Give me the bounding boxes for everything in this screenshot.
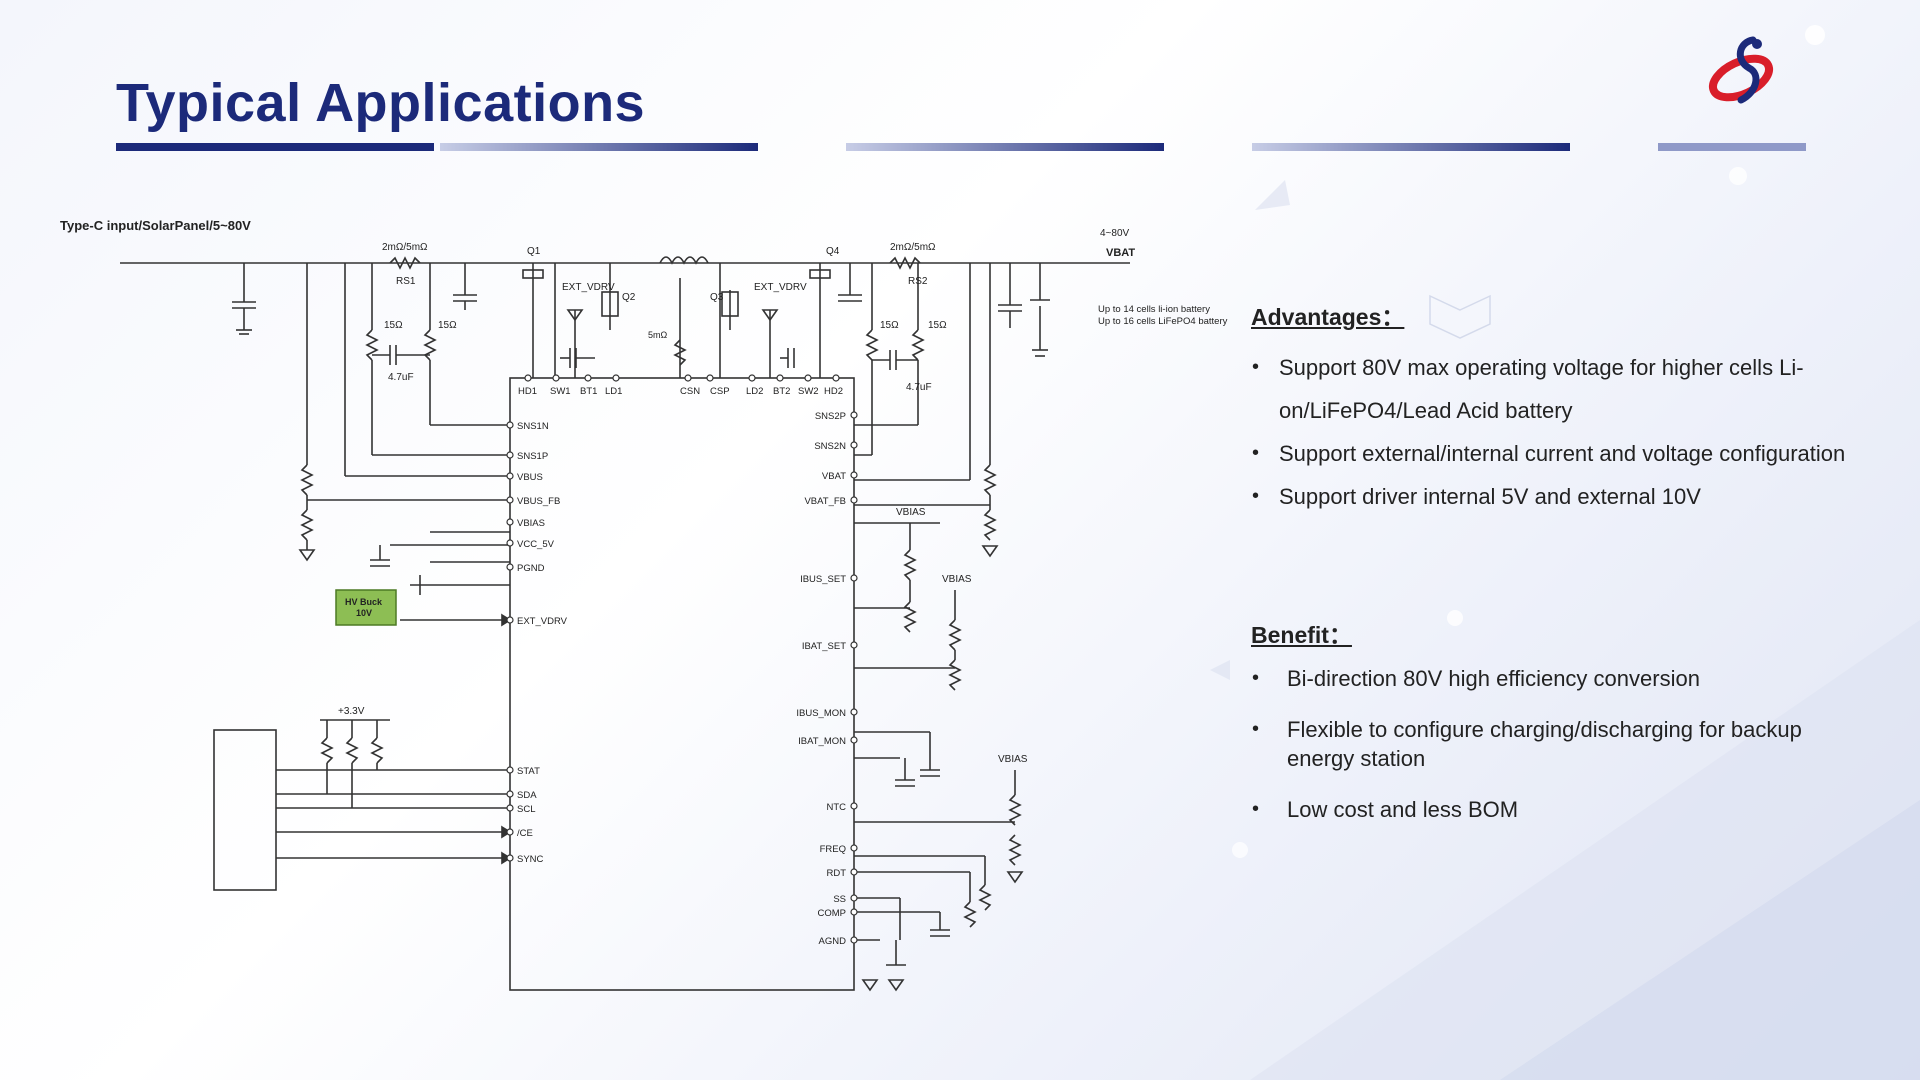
- page-title: Typical Applications: [116, 73, 646, 133]
- benefit-item: Bi-direction 80V high efficiency convers…: [1251, 664, 1871, 693]
- pin-pgnd: PGND: [517, 563, 545, 574]
- vbias-2-label: VBIAS: [942, 574, 972, 585]
- r15-2-label: 15Ω: [438, 320, 457, 331]
- pin-sync: SYNC: [517, 854, 544, 865]
- battery-note-1: Up to 14 cells li-ion battery: [1098, 304, 1210, 315]
- pin-vbias: VBIAS: [517, 518, 545, 529]
- pin-sw1: SW1: [550, 386, 571, 397]
- cap47-1-label: 4.7uF: [388, 372, 414, 383]
- benefit-item: Flexible to configure charging/dischargi…: [1251, 715, 1871, 773]
- controller-ic: [509, 377, 855, 991]
- title-underline: [116, 143, 1806, 151]
- pin-rdt: RDT: [826, 868, 846, 879]
- pin-ibat-mon: IBAT_MON: [798, 736, 846, 747]
- pin-scl: SCL: [517, 804, 535, 815]
- q4-label: Q4: [826, 246, 840, 257]
- hv-buck-line1: HV Buck: [345, 597, 383, 607]
- shunt-in-value: 2mΩ/5mΩ: [382, 242, 428, 253]
- r15-4-label: 15Ω: [928, 320, 947, 331]
- pin-ss: SS: [833, 894, 846, 905]
- pins-left: SNS1N SNS1P VBUS VBUS_FB VBIAS VCC_5V PG…: [517, 421, 568, 865]
- q1-label: Q1: [527, 246, 541, 257]
- input-label: Type-C input/SolarPanel/5~80V: [60, 218, 251, 233]
- q3-label: Q3: [710, 292, 724, 303]
- pin-bt1: BT1: [580, 386, 597, 397]
- pin-freq: FREQ: [820, 844, 846, 855]
- benefit-list: Bi-direction 80V high efficiency convers…: [1251, 664, 1871, 824]
- pullup-label: +3.3V: [338, 706, 365, 717]
- cap47-2-label: 4.7uF: [906, 382, 932, 393]
- pin-ld2: LD2: [746, 386, 763, 397]
- pin-stat: STAT: [517, 766, 540, 777]
- benefit-section: Benefit： Bi-direction 80V high efficienc…: [1251, 616, 1871, 846]
- pin-csp: CSP: [710, 386, 730, 397]
- pin-sns1p: SNS1P: [517, 451, 548, 462]
- pin-ibus-set: IBUS_SET: [800, 574, 846, 585]
- snubber-r-label: 5mΩ: [648, 330, 668, 340]
- advantages-list: Support 80V max operating voltage for hi…: [1251, 346, 1871, 518]
- pin-ntc: NTC: [826, 802, 846, 813]
- advantages-title: Advantages：: [1251, 304, 1405, 330]
- vout-range: 4~80V: [1100, 228, 1130, 239]
- advantage-item: Support external/internal current and vo…: [1251, 432, 1871, 475]
- benefit-item: Low cost and less BOM: [1251, 795, 1871, 824]
- pin-hd1: HD1: [518, 386, 537, 397]
- shunt-out-value: 2mΩ/5mΩ: [890, 242, 936, 253]
- ext-vdrv-1-label: EXT_VDRV: [562, 282, 615, 293]
- vbias-1-label: VBIAS: [896, 507, 926, 518]
- pin-ibat-set: IBAT_SET: [802, 641, 846, 652]
- q2-label: Q2: [622, 292, 636, 303]
- vbat-label: VBAT: [1106, 247, 1135, 259]
- advantages-section: Advantages： Support 80V max operating vo…: [1251, 298, 1871, 518]
- pin-sns1n: SNS1N: [517, 421, 549, 432]
- pin-ext-vdrv: EXT_VDRV: [517, 616, 568, 627]
- circuit-schematic: Type-C input/SolarPanel/5~80V 2mΩ/5mΩ RS…: [60, 218, 1228, 992]
- benefit-title: Benefit：: [1251, 622, 1352, 648]
- r15-1-label: 15Ω: [384, 320, 403, 331]
- advantage-item: Support 80V max operating voltage for hi…: [1251, 346, 1871, 432]
- r15-3-label: 15Ω: [880, 320, 899, 331]
- vbias-3-label: VBIAS: [998, 754, 1028, 765]
- pin-vbus: VBUS: [517, 472, 543, 483]
- advantage-item: Support driver internal 5V and external …: [1251, 475, 1871, 518]
- pin-comp: COMP: [818, 908, 847, 919]
- mcu-block: [213, 729, 277, 891]
- pin-sns2n: SNS2N: [814, 441, 846, 452]
- pin-ce: /CE: [517, 828, 533, 839]
- pin-hd2: HD2: [824, 386, 843, 397]
- pin-sda: SDA: [517, 790, 537, 801]
- pin-vbus-fb: VBUS_FB: [517, 496, 560, 507]
- shunt-out-ref: RS2: [908, 276, 928, 287]
- pin-sns2p: SNS2P: [815, 411, 846, 422]
- pins-top: HD1 SW1 BT1 LD1 CSN CSP LD2 BT2 SW2 HD2: [518, 386, 843, 397]
- pins-right: SNS2P SNS2N VBAT VBAT_FB IBUS_SET IBAT_S…: [796, 411, 846, 947]
- pin-ld1: LD1: [605, 386, 622, 397]
- pin-vcc-5v: VCC_5V: [517, 539, 555, 550]
- pin-ibus-mon: IBUS_MON: [796, 708, 846, 719]
- pin-vbat: VBAT: [822, 471, 846, 482]
- hv-buck-block: [335, 589, 397, 626]
- battery-note-2: Up to 16 cells LiFePO4 battery: [1098, 316, 1228, 327]
- pin-sw2: SW2: [798, 386, 819, 397]
- pin-csn: CSN: [680, 386, 700, 397]
- pin-bt2: BT2: [773, 386, 790, 397]
- hv-buck-line2: 10V: [356, 608, 372, 618]
- company-logo-icon: [1708, 36, 1774, 104]
- pin-vbat-fb: VBAT_FB: [804, 496, 846, 507]
- pin-agnd: AGND: [819, 936, 847, 947]
- shunt-in-ref: RS1: [396, 276, 416, 287]
- ext-vdrv-2-label: EXT_VDRV: [754, 282, 807, 293]
